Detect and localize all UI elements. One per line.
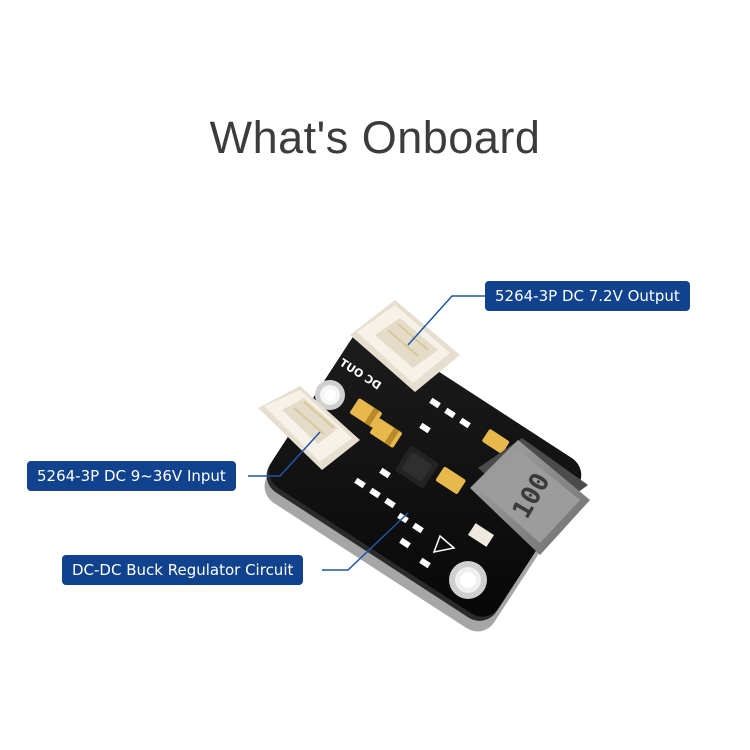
smd-components: [354, 397, 471, 569]
buck-leader-line: [322, 512, 409, 571]
regulator-ic: [395, 445, 439, 489]
page-title: What's Onboard: [209, 112, 541, 163]
output-connector: [350, 300, 460, 392]
capacitor: [482, 429, 510, 454]
input-leader-line: [248, 431, 321, 477]
callout-output-connector: 5264-3P DC 7.2V Output: [485, 281, 690, 311]
input-connector: [258, 386, 360, 470]
capacitor: [435, 466, 466, 494]
warning-triangle-icon: [432, 534, 456, 554]
capacitor: [350, 398, 382, 428]
mounting-hole: [315, 380, 345, 410]
mounting-hole: [449, 561, 487, 599]
callout-input-connector: 5264-3P DC 9~36V Input: [27, 461, 236, 491]
capacitor: [370, 418, 402, 448]
inductor: [467, 438, 590, 555]
output-leader-line: [407, 295, 485, 346]
callout-buck-circuit: DC-DC Buck Regulator Circuit: [62, 555, 304, 585]
